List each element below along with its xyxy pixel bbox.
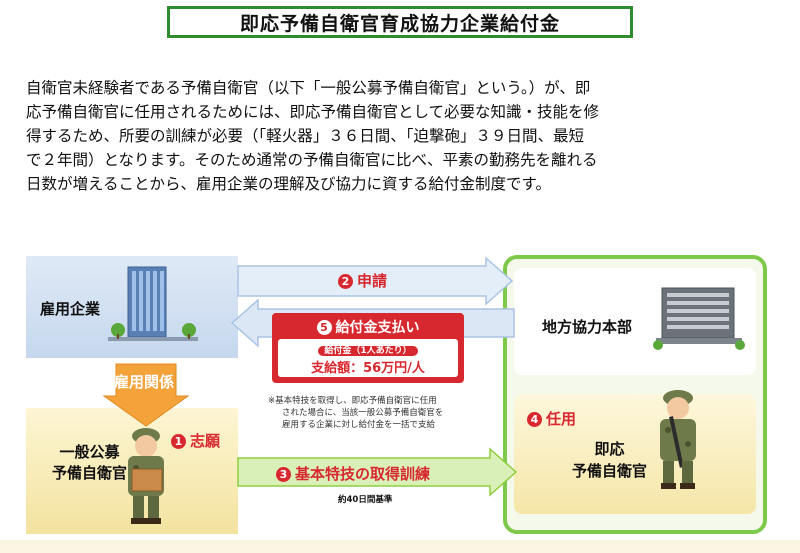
pcos-label: 地方協力本部 bbox=[542, 318, 633, 336]
training-days-label: 約40日間基準 bbox=[338, 495, 393, 505]
intro-line: 自衛官未経験者である予備自衛官（以下「一般公募予備自衛官」という。）が、即 bbox=[26, 79, 591, 97]
payment-subtitle: 給付金（1人あたり） bbox=[278, 343, 458, 356]
ready-label-line: 即応 bbox=[594, 440, 625, 458]
apply-arrow bbox=[237, 256, 514, 306]
armed-soldier-icon bbox=[660, 390, 696, 489]
step-4-label: 4 任用 bbox=[527, 408, 576, 429]
step-number-badge: 2 bbox=[338, 274, 353, 289]
step-1-label: 1 志願 bbox=[171, 430, 220, 451]
step-number-badge: 3 bbox=[276, 467, 291, 482]
title-text: 即応予備自衛官育成協力企業給付金 bbox=[239, 12, 560, 35]
payment-amount: 支給額：56万円/人 bbox=[311, 361, 425, 376]
step-number-badge: 4 bbox=[527, 412, 542, 427]
ready-reserve-label: 即応 予備自衛官 bbox=[572, 438, 647, 482]
note-line: 雇用する企業に対し給付金を一括で支給 bbox=[282, 420, 436, 430]
office-building-icon bbox=[108, 266, 198, 341]
intro-paragraph: 自衛官未経験者である予備自衛官（以下「一般公募予備自衛官」という。）が、即 応予… bbox=[26, 76, 778, 196]
intro-line: 日数が増えることから、雇用企業の理解及び協力に資する給付金制度です。 bbox=[26, 175, 551, 193]
step-1-text: 志願 bbox=[190, 432, 221, 450]
intro-line: 得するため、所要の訓練が必要（「軽火器」３６日間、「迫撃砲」３９日間、最短 bbox=[26, 127, 585, 145]
reserve-label-line: 一般公募 bbox=[59, 443, 120, 461]
employment-arrow bbox=[102, 363, 190, 427]
bottom-band bbox=[0, 540, 800, 553]
training-arrow bbox=[237, 447, 518, 497]
soldier-icon bbox=[128, 428, 164, 524]
step-4-text: 任用 bbox=[546, 410, 577, 428]
step-number-badge: 1 bbox=[171, 434, 186, 449]
employment-relation-label: 雇用関係 bbox=[114, 373, 175, 391]
ready-inner-panel bbox=[514, 394, 756, 514]
page-title: 即応予備自衛官育成協力企業給付金 bbox=[167, 6, 633, 38]
payment-subtitle-text: 給付金（1人あたり） bbox=[318, 346, 418, 356]
ready-label-line: 予備自衛官 bbox=[572, 462, 648, 480]
payment-note: ※基本特技を取得し、即応予備自衛官に任用 された場合に、当該一般公募予備自衛官を… bbox=[268, 395, 488, 431]
step-2-label: 2 申請 bbox=[338, 270, 387, 291]
step-3-label: 3 基本特技の取得訓練 bbox=[276, 463, 430, 484]
reserve-label-line: 予備自衛官 bbox=[52, 464, 128, 482]
regional-office-icon bbox=[653, 287, 745, 350]
note-line: された場合に、当該一般公募予備自衛官を bbox=[282, 408, 444, 418]
intro-line: で２年間）となります。そのため通常の予備自衛官に比べ、平素の勤務先を離れる bbox=[26, 151, 598, 169]
employer-label: 雇用企業 bbox=[40, 300, 101, 318]
reserve-label: 一般公募 予備自衛官 bbox=[52, 442, 127, 484]
step-3-text: 基本特技の取得訓練 bbox=[295, 465, 431, 483]
step-5-text: 給付金支払い bbox=[335, 320, 420, 336]
step-2-text: 申請 bbox=[357, 272, 388, 290]
step-number-badge: 5 bbox=[316, 320, 332, 335]
intro-line: 応予備自衛官に任用されるためには、即応予備自衛官として必要な知識・技能を修 bbox=[26, 103, 600, 121]
note-line: ※基本特技を取得し、即応予備自衛官に任用 bbox=[268, 396, 437, 406]
payment-detail: 給付金（1人あたり） 支給額：56万円/人 bbox=[278, 339, 458, 377]
